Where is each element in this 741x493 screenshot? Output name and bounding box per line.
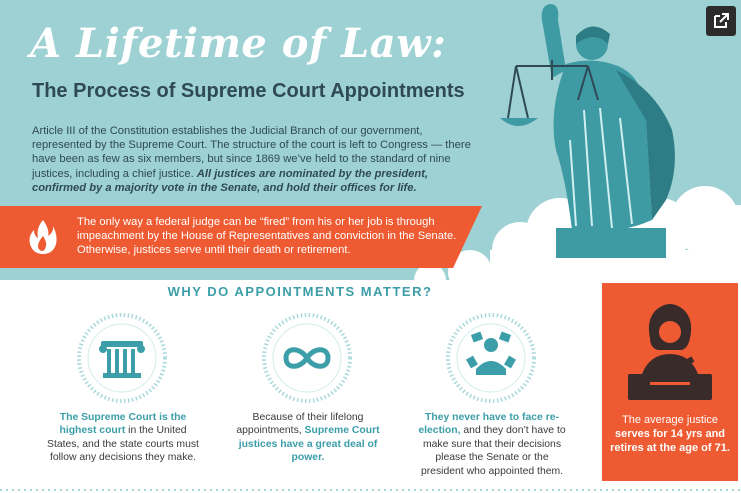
caption-lifelong-power: Because of their lifelong appointments, …	[236, 412, 380, 464]
impeachment-banner	[0, 206, 482, 268]
intro-text: Article III of the Constitution establis…	[32, 125, 471, 180]
intro-paragraph: Article III of the Constitution establis…	[32, 124, 472, 195]
ballot-icon	[446, 313, 536, 403]
page-title: A Lifetime of Law:	[30, 20, 447, 67]
column-icon	[77, 313, 167, 403]
external-link-icon	[714, 13, 729, 28]
flame-icon	[29, 220, 57, 254]
infinity-icon	[262, 313, 352, 403]
caption-no-reelection: They never have to face re-election, and…	[418, 412, 566, 477]
average-justice-text: The average justice serves for 14 yrs an…	[610, 414, 730, 454]
judge-icon	[628, 304, 712, 400]
section-heading: WHY DO APPOINTMENTS MATTER?	[167, 284, 433, 299]
lady-justice-icon	[500, 4, 675, 258]
intro-emphasis: All justices are nominated by the presid…	[32, 167, 429, 194]
dotted-divider	[0, 489, 741, 491]
external-link-button[interactable]	[706, 6, 736, 36]
page-subtitle: The Process of Supreme Court Appointment…	[32, 80, 465, 102]
impeachment-text: The only way a federal judge can be “fir…	[77, 216, 457, 257]
caption-highest-court: The Supreme Court is the highest court i…	[47, 412, 199, 464]
